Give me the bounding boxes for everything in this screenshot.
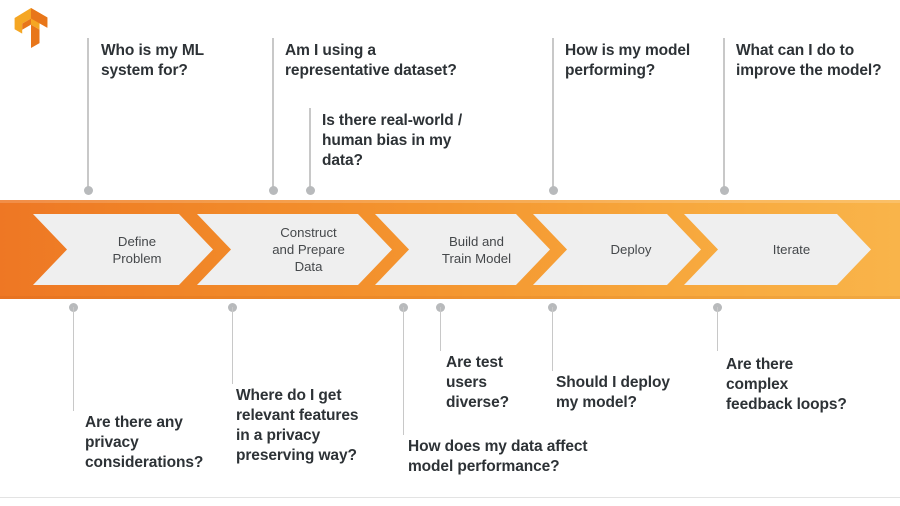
tensorflow-logo-icon (14, 8, 48, 48)
band-highlight (0, 200, 900, 203)
pipeline-step-label: Deploy (610, 242, 652, 257)
connector-line-top-3 (309, 108, 311, 190)
question-below-relevant-features-privacy: Where do I get relevant features in a pr… (236, 387, 359, 464)
question-below-privacy-considerations: Are there any privacy considerations? (85, 414, 204, 471)
connector-line-top-2 (272, 38, 274, 190)
question-below-complex-feedback-loops: Are there complex feedback loops? (726, 356, 847, 413)
band-shadow (0, 296, 900, 299)
connector-line-bottom-5 (551, 307, 554, 371)
question-below-should-i-deploy-my-model: Should I deploy my model? (556, 374, 670, 411)
footer-divider (0, 497, 900, 498)
connector-dot-top-5 (719, 186, 729, 195)
question-above-how-is-my-model-performing: How is my model performing? (565, 42, 691, 79)
pipeline-step-label: Define Problem (112, 233, 162, 266)
connector-line-bottom-6 (716, 307, 719, 351)
question-above-am-i-using-representative-dataset: Am I using a representative dataset? (285, 42, 457, 79)
question-above-what-can-i-do-to-improve: What can I do to improve the model? (736, 42, 882, 79)
connector-line-top-1 (87, 38, 89, 190)
pipeline-step-label: Construct and Prepare Data (272, 225, 345, 274)
pipeline-step-label: Build and Train Model (441, 233, 512, 266)
question-below-how-does-data-affect-performance: How does my data affect model performanc… (408, 438, 588, 475)
connector-line-bottom-2 (231, 307, 234, 384)
connector-dot-top-2 (268, 186, 278, 195)
connector-dot-top-4 (548, 186, 558, 195)
pipeline-step-label: Iterate (772, 242, 811, 257)
connector-line-bottom-4 (439, 307, 442, 351)
connector-dot-top-1 (83, 186, 93, 195)
connector-line-top-4 (552, 38, 554, 190)
connector-line-bottom-1 (72, 307, 75, 411)
question-below-are-test-users-diverse: Are test users diverse? (446, 354, 509, 411)
connector-dot-top-3 (305, 186, 315, 195)
connector-line-top-5 (723, 38, 725, 190)
question-above-real-world-human-bias: Is there real-world / human bias in my d… (322, 112, 463, 169)
question-above-who-is-my-ml-system-for: Who is my ML system for? (101, 42, 204, 79)
connector-line-bottom-3 (402, 307, 405, 435)
pipeline-step-construct-prepare-data[interactable]: Construct and Prepare Data (197, 214, 392, 285)
